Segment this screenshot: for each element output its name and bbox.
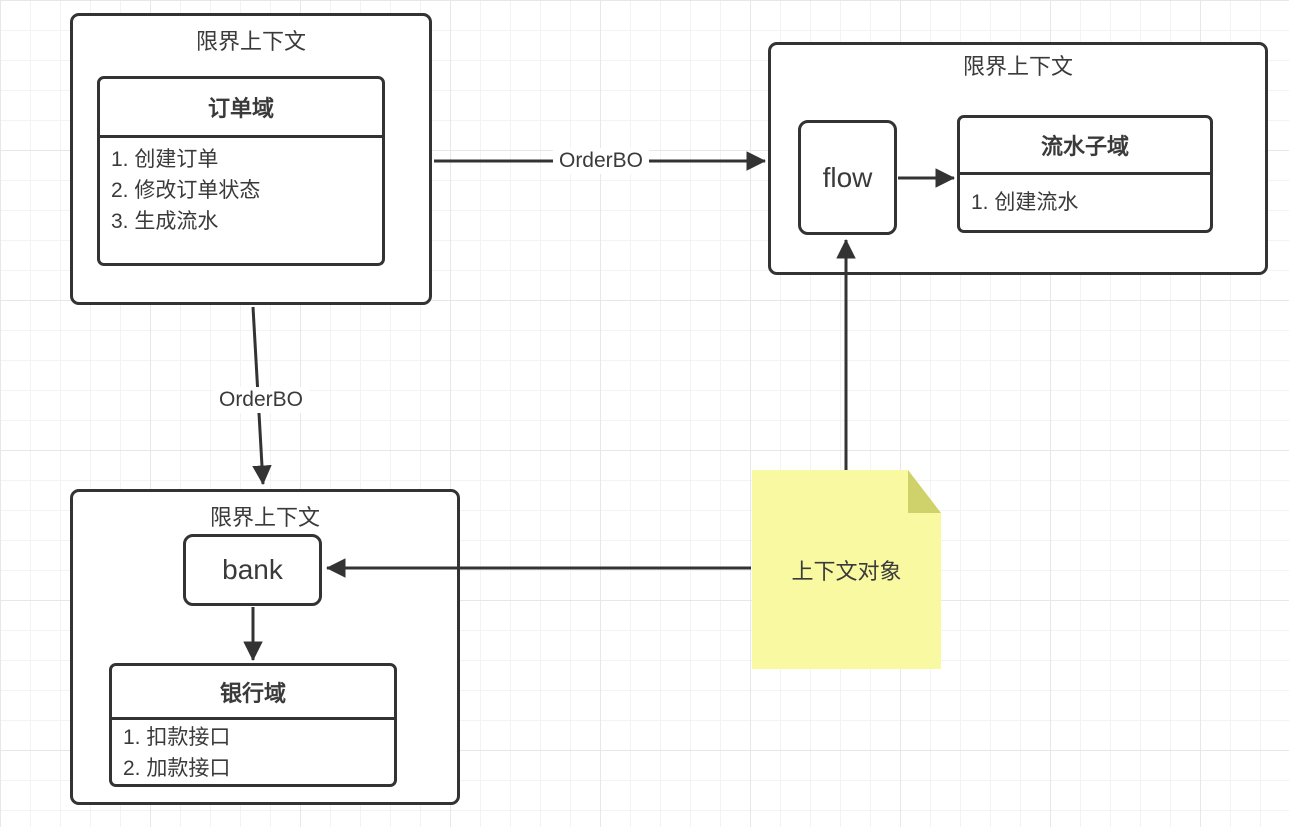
order-domain-body: 1. 创建订单 2. 修改订单状态 3. 生成流水 [100, 138, 382, 263]
bounded-context-flow-title: 限界上下文 [962, 54, 1073, 79]
bounded-context-flow[interactable]: 限界上下文 flow 流水子域 1. 创建流水 [768, 42, 1268, 275]
bank-object-box[interactable]: bank [183, 534, 322, 606]
flow-subdomain-header: 流水子域 [960, 118, 1210, 175]
bounded-context-bank-title: 限界上下文 [209, 505, 320, 530]
order-domain-box[interactable]: 订单域 1. 创建订单 2. 修改订单状态 3. 生成流水 [97, 76, 385, 266]
bounded-context-bank[interactable]: 限界上下文 bank 银行域 1. 扣款接口 2. 加款接口 [70, 489, 460, 805]
bounded-context-order-title: 限界上下文 [195, 29, 306, 54]
flow-subdomain-item: 1. 创建流水 [971, 191, 1079, 214]
order-domain-item: 1. 创建订单 [111, 148, 219, 171]
bank-domain-body: 1. 扣款接口 2. 加款接口 [112, 720, 394, 784]
bank-domain-header: 银行域 [112, 666, 394, 720]
bank-domain-item: 1. 扣款接口 [123, 726, 231, 749]
bank-domain-box[interactable]: 银行域 1. 扣款接口 2. 加款接口 [109, 663, 397, 787]
edge-label-order-to-flow[interactable]: OrderBO [552, 148, 650, 174]
order-domain-item: 3. 生成流水 [111, 210, 219, 233]
flow-subdomain-body: 1. 创建流水 [960, 175, 1210, 230]
context-object-note-label: 上下文对象 [791, 558, 902, 584]
flow-object-label: flow [822, 161, 873, 193]
flow-subdomain-box[interactable]: 流水子域 1. 创建流水 [957, 115, 1213, 233]
order-domain-header: 订单域 [100, 79, 382, 138]
bank-object-label: bank [222, 554, 283, 585]
note-folded-corner [908, 470, 941, 513]
flow-object-box[interactable]: flow [798, 120, 897, 235]
order-domain-item: 2. 修改订单状态 [111, 179, 261, 202]
bounded-context-order[interactable]: 限界上下文 订单域 1. 创建订单 2. 修改订单状态 3. 生成流水 [70, 13, 432, 305]
edge-label-order-to-bank[interactable]: OrderBO [212, 387, 310, 413]
bank-domain-item: 2. 加款接口 [123, 757, 231, 780]
